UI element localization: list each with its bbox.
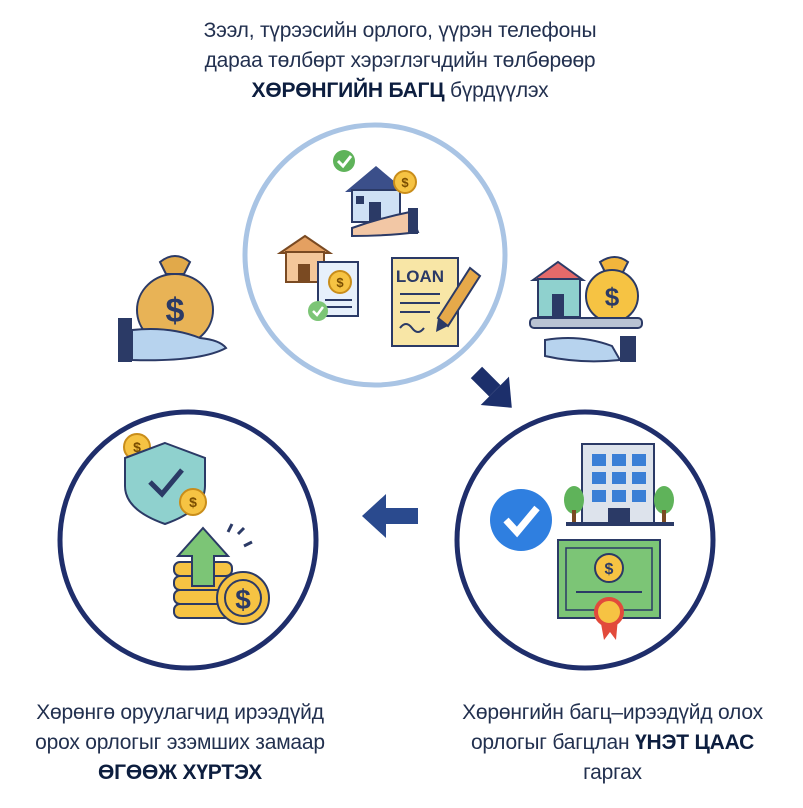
right-caption-bold: ҮНЭТ ЦААС	[635, 731, 755, 754]
top-caption-bold: ХӨРӨНГИЙН БАГЦ	[251, 79, 445, 102]
money-bag-hand-icon: $	[118, 255, 228, 362]
right-caption-line2: орлогыг багцлан ҮНЭТ ЦААС	[440, 728, 785, 758]
top-caption-line2: дараа төлбөрт хэрэглэгчдийн төлбөрөөр	[204, 49, 596, 72]
arrow-left-icon	[362, 494, 418, 538]
left-caption-bold: ӨГӨӨЖ ХҮРТЭХ	[98, 761, 262, 784]
svg-text:$: $	[401, 175, 409, 190]
office-building-icon	[564, 443, 674, 526]
property-money-tray-icon: $	[529, 256, 643, 363]
right-caption-line1: Хөрөнгийн багц–ирээдүйд олох	[462, 701, 763, 724]
top-circle	[242, 122, 508, 388]
svg-text:$: $	[133, 439, 141, 455]
shield-coins-icon: $ $	[123, 433, 207, 526]
coin-stack-arrow-icon: $	[173, 523, 270, 625]
top-caption: Зээл, түрээсийн орлого, үүрэн телефоны д…	[150, 16, 650, 106]
house-coin-hand-icon: $	[345, 166, 420, 238]
svg-text:$: $	[189, 494, 197, 510]
left-caption-line2: орох орлогыг эзэмших замаар	[35, 731, 325, 754]
svg-text:$: $	[605, 282, 620, 312]
left-caption-line1: Хөрөнгө оруулагчид ирээдүйд	[36, 701, 324, 724]
check-icon	[333, 150, 355, 172]
right-caption-line3: гаргах	[583, 761, 642, 784]
left-circle	[57, 409, 319, 671]
top-caption-line3: ХӨРӨНГИЙН БАГЦ бүрдүүлэх	[150, 76, 650, 106]
loan-document-icon: LOAN	[391, 257, 482, 347]
left-caption-line3: ӨГӨӨЖ ХҮРТЭХ	[20, 758, 340, 788]
loan-label: LOAN	[396, 267, 444, 286]
top-caption-tail: бүрдүүлэх	[444, 79, 549, 102]
house-document-icon: $	[276, 234, 359, 321]
svg-text:$: $	[235, 584, 251, 615]
arrow-down-right-icon	[470, 366, 512, 408]
top-caption-line1: Зээл, түрээсийн орлого, үүрэн телефоны	[203, 19, 597, 42]
certificate-icon: $	[557, 539, 661, 640]
svg-text:$: $	[336, 275, 344, 290]
left-caption: Хөрөнгө оруулагчид ирээдүйд орох орлогыг…	[20, 698, 340, 788]
right-caption: Хөрөнгийн багц–ирээдүйд олох орлогыг баг…	[440, 698, 785, 788]
right-caption-line2-pre: орлогыг багцлан	[470, 731, 636, 754]
svg-text:$: $	[605, 561, 614, 578]
check-badge-icon	[490, 489, 552, 551]
svg-text:$: $	[166, 292, 185, 330]
